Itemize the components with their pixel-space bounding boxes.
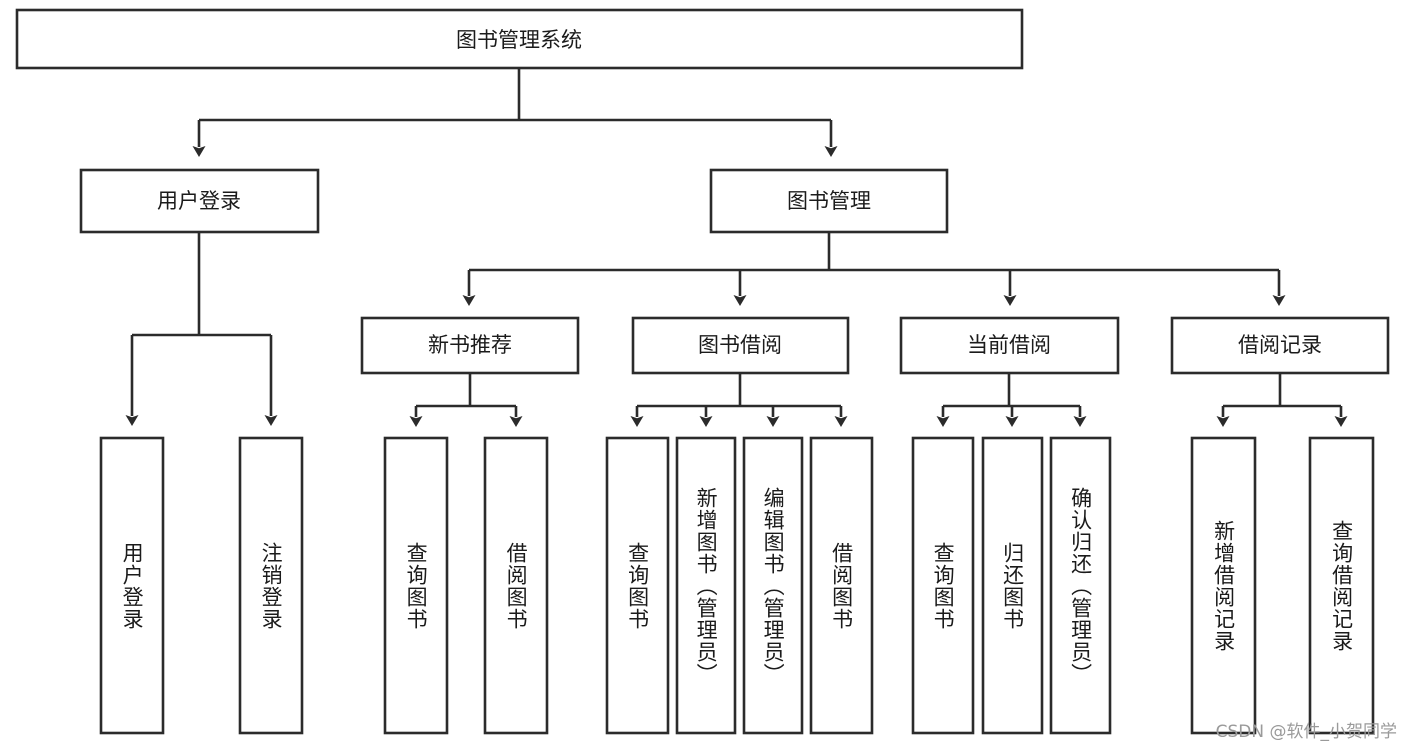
- connector-book-borrow-to-leaves: [630, 373, 848, 427]
- node-current-borrow-label: 当前借阅: [967, 333, 1051, 357]
- node-root-box: [15, 8, 1024, 70]
- node-book-borrow[interactable]: 图书借阅: [631, 316, 850, 375]
- connector-new-book-recommend-to-leaves: [409, 373, 523, 427]
- node-root-label: 图书管理系统: [456, 28, 582, 52]
- node-borrow-record-box: [1170, 316, 1390, 375]
- node-borrow-record-label: 借阅记录: [1238, 333, 1322, 357]
- node-new-book-recommend[interactable]: 新书推荐: [360, 316, 580, 375]
- node-current-borrow[interactable]: 当前借阅: [899, 316, 1120, 375]
- node-book-borrow-label: 图书借阅: [698, 333, 782, 357]
- connector-book-manage-to-level3: [462, 232, 1286, 306]
- node-new-book-recommend-box: [360, 316, 580, 375]
- node-new-book-recommend-label: 新书推荐: [428, 333, 512, 357]
- node-book-manage[interactable]: 图书管理: [709, 168, 949, 234]
- node-borrow-record[interactable]: 借阅记录: [1170, 316, 1390, 375]
- leaf-box-return-book[interactable]: [981, 436, 1044, 735]
- leaf-box-query-book-2[interactable]: [605, 436, 670, 735]
- watermark-text: CSDN @软件_小贺同学: [1215, 722, 1397, 742]
- leaf-box-user-login-do[interactable]: [99, 436, 165, 735]
- node-user-login-label: 用户登录: [157, 189, 241, 213]
- connector-current-borrow-to-leaves: [936, 373, 1087, 427]
- node-book-manage-label: 图书管理: [787, 189, 871, 213]
- leaf-box-edit-book-admin[interactable]: [742, 436, 804, 735]
- connector-borrow-record-to-leaves: [1216, 373, 1348, 427]
- leaf-box-query-borrow-record[interactable]: [1308, 436, 1375, 735]
- node-root[interactable]: 图书管理系统: [15, 8, 1024, 70]
- leaf-box-borrow-book-2[interactable]: [809, 436, 874, 735]
- node-current-borrow-box: [899, 316, 1120, 375]
- leaf-boxes: [99, 436, 1375, 735]
- leaf-box-add-book-admin[interactable]: [675, 436, 737, 735]
- leaf-box-query-book-3[interactable]: [911, 436, 975, 735]
- leaf-box-user-logout[interactable]: [238, 436, 304, 735]
- node-user-login[interactable]: 用户登录: [79, 168, 320, 234]
- node-book-manage-box: [709, 168, 949, 234]
- leaf-box-add-borrow-record[interactable]: [1190, 436, 1257, 735]
- leaf-box-query-book-1[interactable]: [383, 436, 449, 735]
- connector-user-login-to-leaves: [125, 232, 278, 426]
- node-book-borrow-box: [631, 316, 850, 375]
- connector-root-to-level2: [192, 68, 838, 157]
- leaf-box-confirm-return-admin[interactable]: [1049, 436, 1112, 735]
- leaf-box-borrow-book-1[interactable]: [483, 436, 549, 735]
